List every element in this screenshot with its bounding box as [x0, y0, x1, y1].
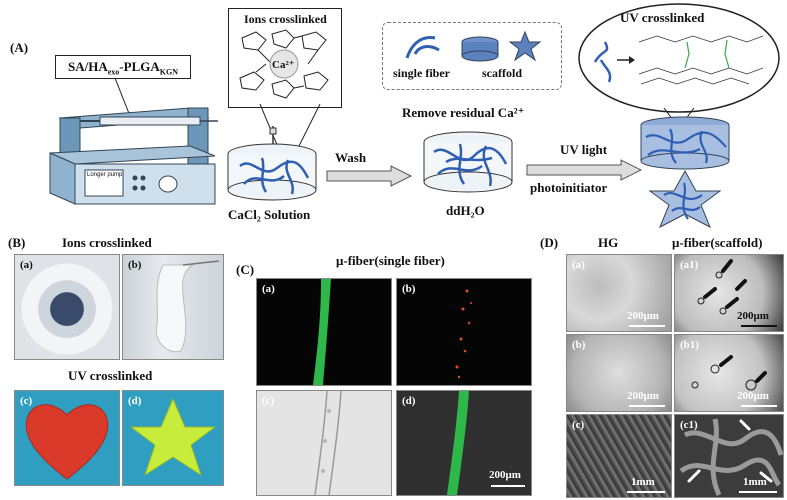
ions-crosslinked-title: Ions crosslinked: [244, 12, 327, 26]
legend-single-fiber: single fiber: [393, 66, 450, 80]
merged-fiber: [447, 391, 469, 495]
micro-d-b1: (b1) 200μm: [674, 334, 784, 412]
cacl2-dish: [227, 143, 317, 201]
green-fiber: [313, 279, 331, 385]
alginate-egg-box-structure: [239, 29, 329, 99]
cacl2-label: CaCl₂ Solution: [228, 207, 311, 222]
legend-icons: [405, 30, 542, 62]
uv-arrow: [526, 159, 643, 181]
uv-crosslinked-title: UV crosslinked: [620, 10, 705, 25]
micro-d-a1: (a1) 200μm: [674, 254, 784, 332]
scale-label-d-c1: 1mm: [743, 476, 767, 488]
photo-b-d: (d): [122, 390, 224, 486]
ddh2o-dish: [423, 131, 513, 193]
scale-label-d-b1: 200μm: [737, 390, 769, 402]
ddh2o-label: ddH₂O: [446, 203, 485, 218]
photo-b-c: (c): [14, 390, 120, 486]
pore-arrows-b1: [691, 355, 767, 391]
star-shape: [130, 398, 216, 476]
scale-bar-d-a1: [741, 325, 777, 327]
material-label-box: SA/HAexo-PLGAKGN: [55, 55, 191, 79]
hydrogel-strand: [155, 260, 220, 353]
panel-a-label: (A): [10, 40, 29, 55]
panel-c-label: (C): [236, 262, 255, 277]
panel-d-col2: μ-fiber(scaffold): [672, 235, 763, 250]
scale-bar-d-a: [629, 325, 665, 327]
panel-b-label: (B): [8, 235, 26, 250]
panel-b-ions-title: Ions crosslinked: [62, 235, 152, 250]
legend-scaffold: scaffold: [482, 66, 522, 80]
sem-fiber-network: [679, 418, 783, 497]
sem-d-c1: (c1) 1mm: [674, 414, 784, 498]
scale-label-d-a: 200μm: [627, 310, 659, 322]
wash-label: Wash: [335, 150, 367, 165]
scale-bar-d-c1: [739, 491, 777, 493]
photo-b-b: (b): [122, 254, 224, 360]
sem-d-c: (c) 1mm: [566, 414, 672, 498]
micro-c-b: (b): [396, 278, 532, 386]
scale-bar-c: [491, 485, 525, 487]
uv-crosslinked-bubble: [578, 3, 780, 113]
panel-b-uv-title: UV crosslinked: [68, 368, 153, 383]
photo-b-a: (a): [14, 254, 120, 360]
scale-bar-d-c: [627, 491, 665, 493]
panel-d-label: (D): [540, 235, 559, 250]
micro-c-d: (d) 200μm: [396, 390, 532, 496]
micro-c-c: (c): [256, 390, 392, 496]
uv-light-label: UV light: [560, 142, 608, 157]
heart-shape: [25, 404, 109, 480]
scale-label-c: 200μm: [489, 469, 521, 481]
photoinitiator-label: photoinitiator: [530, 180, 608, 195]
scale-label-d-b: 200μm: [627, 390, 659, 402]
remove-ca-label: Remove residual Ca²⁺: [402, 105, 525, 120]
micro-d-a: (a) 200μm: [566, 254, 672, 332]
micro-d-b: (b) 200μm: [566, 334, 672, 412]
needle-icon: [269, 126, 277, 144]
scale-bar-d-b1: [741, 405, 777, 407]
wash-arrow: [326, 165, 413, 187]
uv-crosslinked-scaffolds: [640, 116, 730, 229]
ca-ion-label: Ca²⁺: [272, 59, 295, 71]
pump-text: Longer pump: [87, 172, 123, 178]
scale-label-d-a1: 200μm: [737, 310, 769, 322]
panel-c-title: μ-fiber(single fiber): [336, 253, 445, 268]
pore-arrows-a1: [697, 259, 747, 315]
micro-c-a: (a): [256, 278, 392, 386]
syringe-pump-illustration: [49, 78, 218, 205]
scale-label-d-c: 1mm: [631, 476, 655, 488]
brightfield-fiber: [314, 391, 342, 495]
scale-bar-d-b: [629, 405, 665, 407]
red-dots: [455, 289, 472, 379]
panel-d-col1: HG: [598, 235, 619, 250]
